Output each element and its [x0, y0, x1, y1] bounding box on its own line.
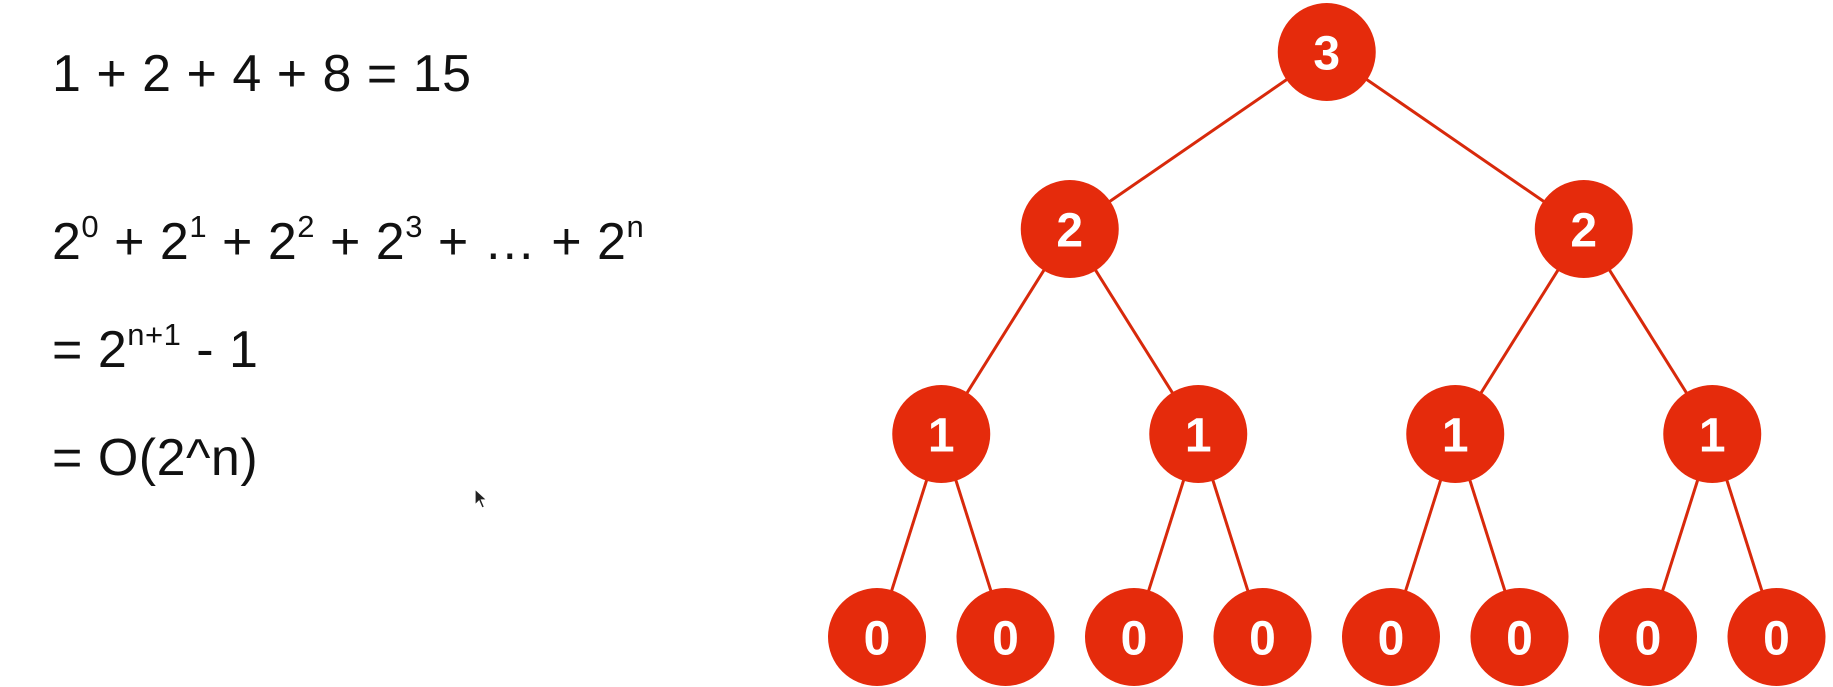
tree-node-label: 0 — [1249, 613, 1276, 666]
tree-node-label: 2 — [1570, 205, 1597, 258]
tree-node-label: 3 — [1313, 28, 1340, 81]
tree-node-n2: 2 — [1534, 180, 1633, 278]
tree-node-n11: 0 — [1342, 588, 1440, 686]
tree-node-n0: 3 — [1277, 3, 1376, 101]
term-text: + 2 — [207, 213, 298, 271]
mouse-cursor-icon — [474, 488, 489, 509]
tree-node-label: 0 — [1121, 613, 1148, 666]
tree-node-label: 1 — [1699, 410, 1726, 463]
tree-edge-n0-n2 — [1325, 50, 1585, 231]
tree-nodes: 3 2 2 1 1 1 1 0 0 0 0 0 0 0 0 — [828, 3, 1826, 686]
term-text: = 2 — [52, 321, 128, 379]
tree-node-label: 1 — [1185, 410, 1212, 463]
tree-node-circle — [1727, 588, 1826, 686]
tree-node-circle — [1342, 588, 1440, 686]
term-exponent: n+1 — [127, 317, 182, 352]
tree-node-circle — [892, 385, 991, 483]
tree-node-circle — [1470, 588, 1569, 686]
tree-node-label: 1 — [1442, 410, 1469, 463]
equation-closed-form-line: = 2n+1 - 1 — [52, 319, 259, 379]
tree-node-n13: 0 — [1599, 588, 1697, 686]
tree-node-circle — [956, 588, 1055, 686]
tree-node-circle — [1599, 588, 1697, 686]
tree-node-n1: 2 — [1020, 180, 1119, 278]
tree-node-label: 0 — [1763, 613, 1790, 666]
term-text: - 1 — [181, 321, 259, 379]
tree-node-label: 0 — [864, 613, 891, 666]
tree-edges — [875, 50, 1778, 638]
tree-node-label: 0 — [1506, 613, 1533, 666]
tree-node-circle — [1149, 385, 1248, 483]
tree-node-n14: 0 — [1727, 588, 1826, 686]
tree-node-n8: 0 — [956, 588, 1055, 686]
tree-node-n9: 0 — [1085, 588, 1183, 686]
term-text: + 2 — [99, 213, 190, 271]
tree-node-circle — [1213, 588, 1312, 686]
tree-node-n3: 1 — [892, 385, 991, 483]
tree-node-label: 0 — [992, 613, 1019, 666]
tree-node-n12: 0 — [1470, 588, 1569, 686]
tree-node-circle — [1020, 180, 1119, 278]
tree-node-n6: 1 — [1663, 385, 1762, 483]
tree-node-label: 0 — [1635, 613, 1662, 666]
term-exponent: n — [626, 209, 645, 244]
term-exponent: 1 — [189, 209, 208, 244]
tree-node-circle — [828, 588, 926, 686]
tree-node-label: 0 — [1378, 613, 1405, 666]
equation-power-series-line: 20 + 21 + 22 + 23 + … + 2n — [52, 211, 644, 271]
tree-node-circle — [1663, 385, 1762, 483]
tree-node-circle — [1406, 385, 1505, 483]
term-text: + … + 2 — [422, 213, 627, 271]
tree-node-circle — [1534, 180, 1633, 278]
tree-edge-n0-n1 — [1068, 50, 1328, 231]
term-exponent: 0 — [81, 209, 100, 244]
tree-node-label: 2 — [1056, 205, 1083, 258]
tree-node-circle — [1277, 3, 1376, 101]
term-exponent: 3 — [405, 209, 423, 244]
tree-node-n4: 1 — [1149, 385, 1248, 483]
tree-node-n10: 0 — [1213, 588, 1312, 686]
equation-sum-line: 1 + 2 + 4 + 8 = 15 — [52, 45, 472, 103]
term-exponent: 2 — [297, 209, 316, 244]
tree-node-n7: 0 — [828, 588, 926, 686]
tree-node-label: 1 — [928, 410, 955, 463]
tree-node-n5: 1 — [1406, 385, 1505, 483]
term-text: 2 — [52, 213, 82, 271]
tree-node-circle — [1085, 588, 1183, 686]
term-text: + 2 — [315, 213, 406, 271]
equation-big-o-line: = O(2^n) — [52, 429, 259, 487]
